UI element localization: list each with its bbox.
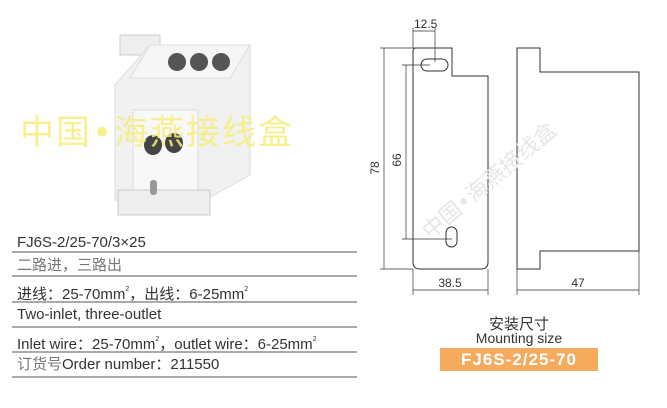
dim-hole-spacing-label: 66 <box>390 153 404 167</box>
dim-height-label: 78 <box>368 161 382 175</box>
superscript: 2 <box>125 286 130 293</box>
superscript: 2 <box>155 336 160 343</box>
superscript: 2 <box>244 286 249 293</box>
order-number: 211550 <box>170 356 220 373</box>
divider <box>12 301 357 303</box>
spec-order: 订货号Order number：211550 <box>17 355 219 375</box>
yellow-watermark: 中国•海燕接线盒 <box>20 113 295 153</box>
model-badge: FJ6S-2/25-70 <box>440 348 598 371</box>
dim-slot-label: 12.5 <box>414 17 438 31</box>
mounting-drawing <box>380 28 640 295</box>
divider <box>12 251 357 253</box>
order-cn-label: 订货号 <box>17 356 63 373</box>
spec-en-wire: Inlet wire：25-70mm2，outlet wire：6-25mm2 <box>17 330 317 355</box>
spec-cn-wire: 进线：25-70mm2，出线：6-25mm2 <box>17 280 248 305</box>
en-inlet-wire: Inlet wire：25-70mm <box>17 336 156 353</box>
divider <box>12 376 357 378</box>
cn-inlet-wire: 进线：25-70mm <box>17 286 126 303</box>
cn-outlet-wire: ，出线：6-25mm <box>129 286 245 303</box>
order-label: Order number： <box>62 356 171 373</box>
en-outlet-wire: ，outlet wire：6-25mm <box>159 336 313 353</box>
mounting-title-en: Mounting size <box>475 330 563 346</box>
divider <box>12 326 357 328</box>
junction-box-image <box>114 34 251 216</box>
spec-cn-desc: 二路进，三路出 <box>17 257 123 274</box>
divider <box>12 275 357 277</box>
dim-width-label: 38.5 <box>438 276 462 290</box>
drawing-watermark: 中国•海燕接线盒 <box>418 118 562 244</box>
superscript: 2 <box>312 336 317 343</box>
spec-model: FJ6S-2/25-70/3×25 <box>17 234 146 251</box>
spec-en-desc: Two-inlet, three-outlet <box>17 306 162 323</box>
dim-depth-label: 47 <box>571 276 585 290</box>
divider <box>12 351 357 353</box>
mounting-title-cn: 安装尺寸 <box>488 316 549 333</box>
